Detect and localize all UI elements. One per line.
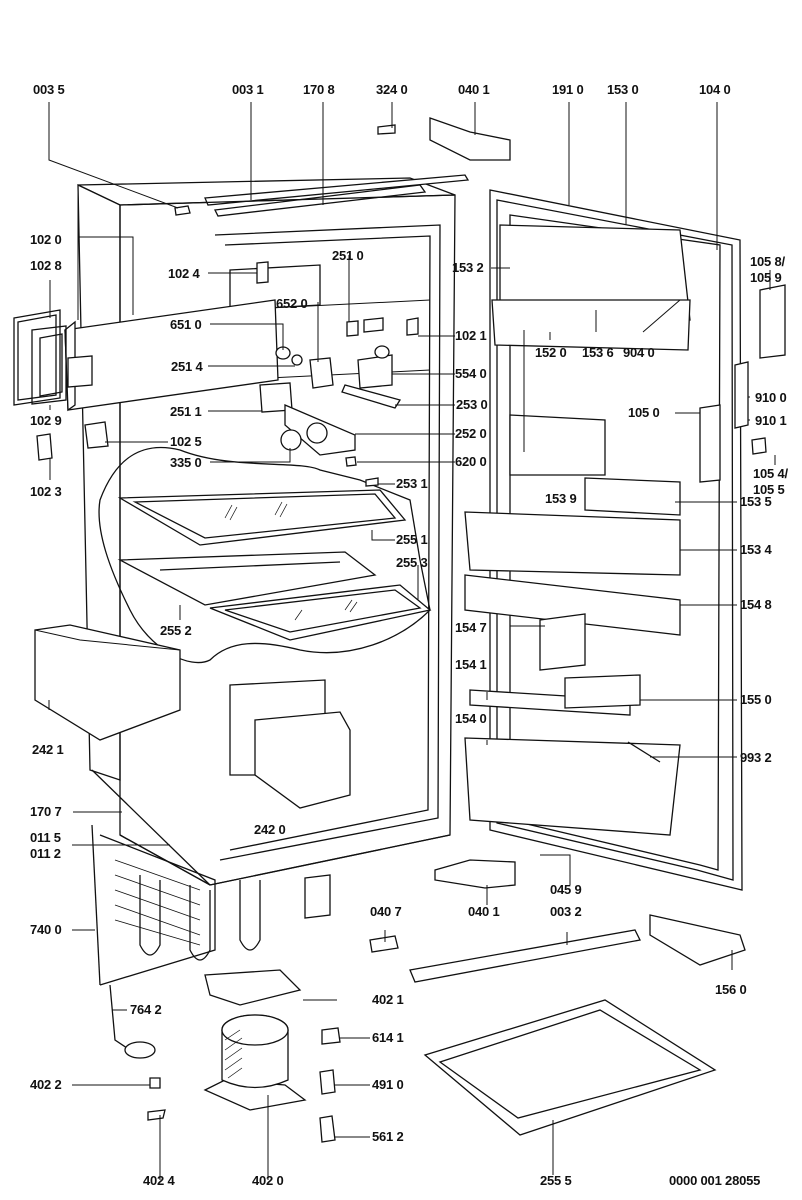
part-label-2553: 255 3 [396, 555, 428, 570]
part-label-1025: 102 5 [170, 434, 202, 449]
part-label-1532: 153 2 [452, 260, 484, 275]
part-label-4021: 402 1 [372, 992, 404, 1007]
part-label-2531: 253 1 [396, 476, 428, 491]
part-label-1547: 154 7 [455, 620, 487, 635]
part-label-2552: 255 2 [160, 623, 192, 638]
part-label-0032: 003 2 [550, 904, 582, 919]
part-label-0031: 003 1 [232, 82, 264, 97]
crisper-drawers [34, 624, 351, 809]
part-label-9101: 910 1 [755, 413, 787, 428]
part-label-2555: 255 5 [540, 1173, 572, 1188]
part-label-3240: 324 0 [376, 82, 408, 97]
part-label-4910: 491 0 [372, 1077, 404, 1092]
part-label-2511: 251 1 [170, 404, 202, 419]
drawing-number: 0000 001 28055 [669, 1173, 761, 1188]
part-label-1029: 102 9 [30, 413, 62, 428]
part-label-9040: 904 0 [623, 345, 655, 360]
part-label-0401-top: 040 1 [458, 82, 490, 97]
part-label-9932: 993 2 [740, 750, 772, 765]
fridge-door [464, 189, 786, 891]
part-label-5612: 561 2 [372, 1129, 404, 1144]
part-label-2530: 253 0 [456, 397, 488, 412]
part-label-1058: 105 8/ [750, 254, 785, 269]
part-label-7642: 764 2 [130, 1002, 162, 1017]
part-label-1707: 170 7 [30, 804, 62, 819]
control-parts [36, 261, 419, 487]
part-label-4024: 402 4 [143, 1173, 175, 1188]
part-label-0459: 045 9 [550, 882, 582, 897]
part-label-2514: 251 4 [171, 359, 203, 374]
part-label-1059: 105 9 [750, 270, 782, 285]
part-label-3350: 335 0 [170, 455, 202, 470]
part-label-1541: 154 1 [455, 657, 487, 672]
part-label-1560: 156 0 [715, 982, 747, 997]
freezer-door [13, 299, 279, 412]
part-label-1540: 154 0 [455, 711, 487, 726]
condenser-compressor [91, 824, 341, 1143]
part-label-1708: 170 8 [303, 82, 335, 97]
glass-shelves [117, 489, 432, 641]
part-label-1028: 102 8 [30, 258, 62, 273]
part-label-1530: 153 0 [607, 82, 639, 97]
part-label-2520: 252 0 [455, 426, 487, 441]
part-label-1536: 153 6 [582, 345, 614, 360]
part-label-6520: 652 0 [276, 296, 308, 311]
part-label-0115: 011 5 [30, 830, 61, 845]
part-label-1054: 105 4/ [753, 466, 788, 481]
part-label-4020: 402 0 [252, 1173, 284, 1188]
part-label-0407: 040 7 [370, 904, 402, 919]
leader-lines [48, 102, 776, 1180]
part-label-1024: 102 4 [168, 266, 200, 281]
part-label-2551: 255 1 [396, 532, 428, 547]
part-label-2510: 251 0 [332, 248, 364, 263]
part-label-5540: 554 0 [455, 366, 487, 381]
part-label-0035: 003 5 [33, 82, 65, 97]
part-label-1539: 153 9 [545, 491, 577, 506]
part-label-1021: 102 1 [455, 328, 487, 343]
cabinet-body [77, 174, 470, 886]
part-label-6141: 614 1 [372, 1030, 404, 1045]
lower-parts [174, 117, 746, 1136]
part-label-1548: 154 8 [740, 597, 772, 612]
part-label-1055: 105 5 [753, 482, 785, 497]
part-label-2420: 242 0 [254, 822, 286, 837]
part-label-4022: 402 2 [30, 1077, 62, 1092]
part-label-1550: 155 0 [740, 692, 772, 707]
part-label-1520: 152 0 [535, 345, 567, 360]
part-label-7400: 740 0 [30, 922, 62, 937]
part-label-2421: 242 1 [32, 742, 64, 757]
part-label-1020: 102 0 [30, 232, 62, 247]
part-label-6200: 620 0 [455, 454, 487, 469]
part-label-0401-bottom: 040 1 [468, 904, 500, 919]
part-label-1040: 104 0 [699, 82, 731, 97]
part-label-1023: 102 3 [30, 484, 62, 499]
part-label-1910: 191 0 [552, 82, 584, 97]
part-label-0112: 011 2 [30, 846, 61, 861]
part-label-6510: 651 0 [170, 317, 202, 332]
part-label-1534: 153 4 [740, 542, 772, 557]
part-label-9100: 910 0 [755, 390, 787, 405]
part-label-1535: 153 5 [740, 494, 772, 509]
part-label-1050: 105 0 [628, 405, 660, 420]
